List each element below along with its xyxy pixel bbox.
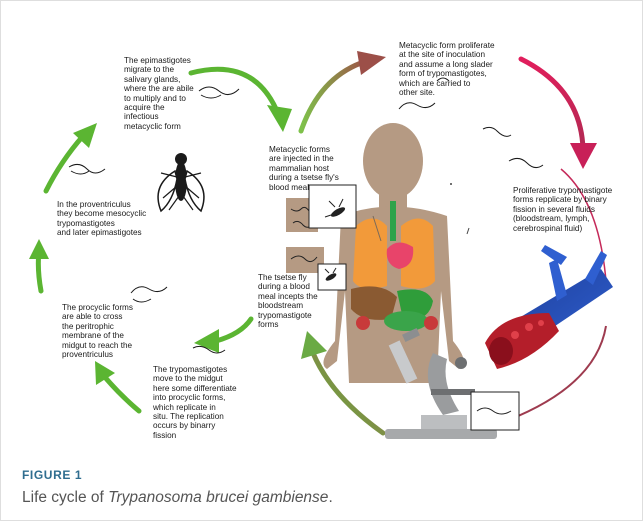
tsetse-fly-icon bbox=[158, 153, 204, 211]
cycle-arrow-upper-left bbox=[46, 123, 97, 191]
blood-vessel-icon bbox=[485, 245, 613, 369]
cycle-arrow-top-right bbox=[301, 51, 386, 131]
microscope-inset-box bbox=[471, 392, 519, 430]
label-midgut: The trypomastigotes move to the midgut h… bbox=[153, 365, 237, 440]
label-proliferative: Proliferative trypomastigote forms reppl… bbox=[513, 186, 612, 233]
label-procyclic: The procyclic forms are able to cross th… bbox=[62, 303, 133, 359]
cycle-arrow-lower-left bbox=[95, 361, 139, 411]
cycle-arrow-bottom-left bbox=[194, 319, 251, 353]
caption-species: Trypanosoma brucei gambiense bbox=[108, 489, 328, 506]
cycle-arrow-top-left bbox=[191, 69, 292, 132]
fly-inset-lower bbox=[318, 264, 346, 290]
cycle-arrow-right bbox=[521, 59, 597, 169]
label-proventriculus: In the proventriculus they become mesocy… bbox=[57, 200, 146, 238]
caption-prefix: Life cycle of bbox=[22, 489, 108, 506]
figure-caption: Life cycle of Trypanosoma brucei gambien… bbox=[22, 489, 333, 507]
cycle-arrow-left bbox=[29, 239, 49, 291]
label-metacyclic-injected: Metacyclic forms are injected in the mam… bbox=[269, 145, 339, 192]
caption-suffix: . bbox=[328, 489, 332, 506]
label-metacyclic-proliferate: Metacyclic form proliferate at the site … bbox=[399, 41, 495, 97]
label-epimastigotes-salivary: The epimastigotes migrate to the salivar… bbox=[124, 56, 194, 131]
figure-label: FIGURE 1 bbox=[22, 468, 82, 482]
human-mark bbox=[467, 228, 469, 234]
label-tsetse-incepts: The tsetse fly during a blood meal incep… bbox=[258, 273, 318, 329]
human-dot bbox=[450, 183, 452, 185]
